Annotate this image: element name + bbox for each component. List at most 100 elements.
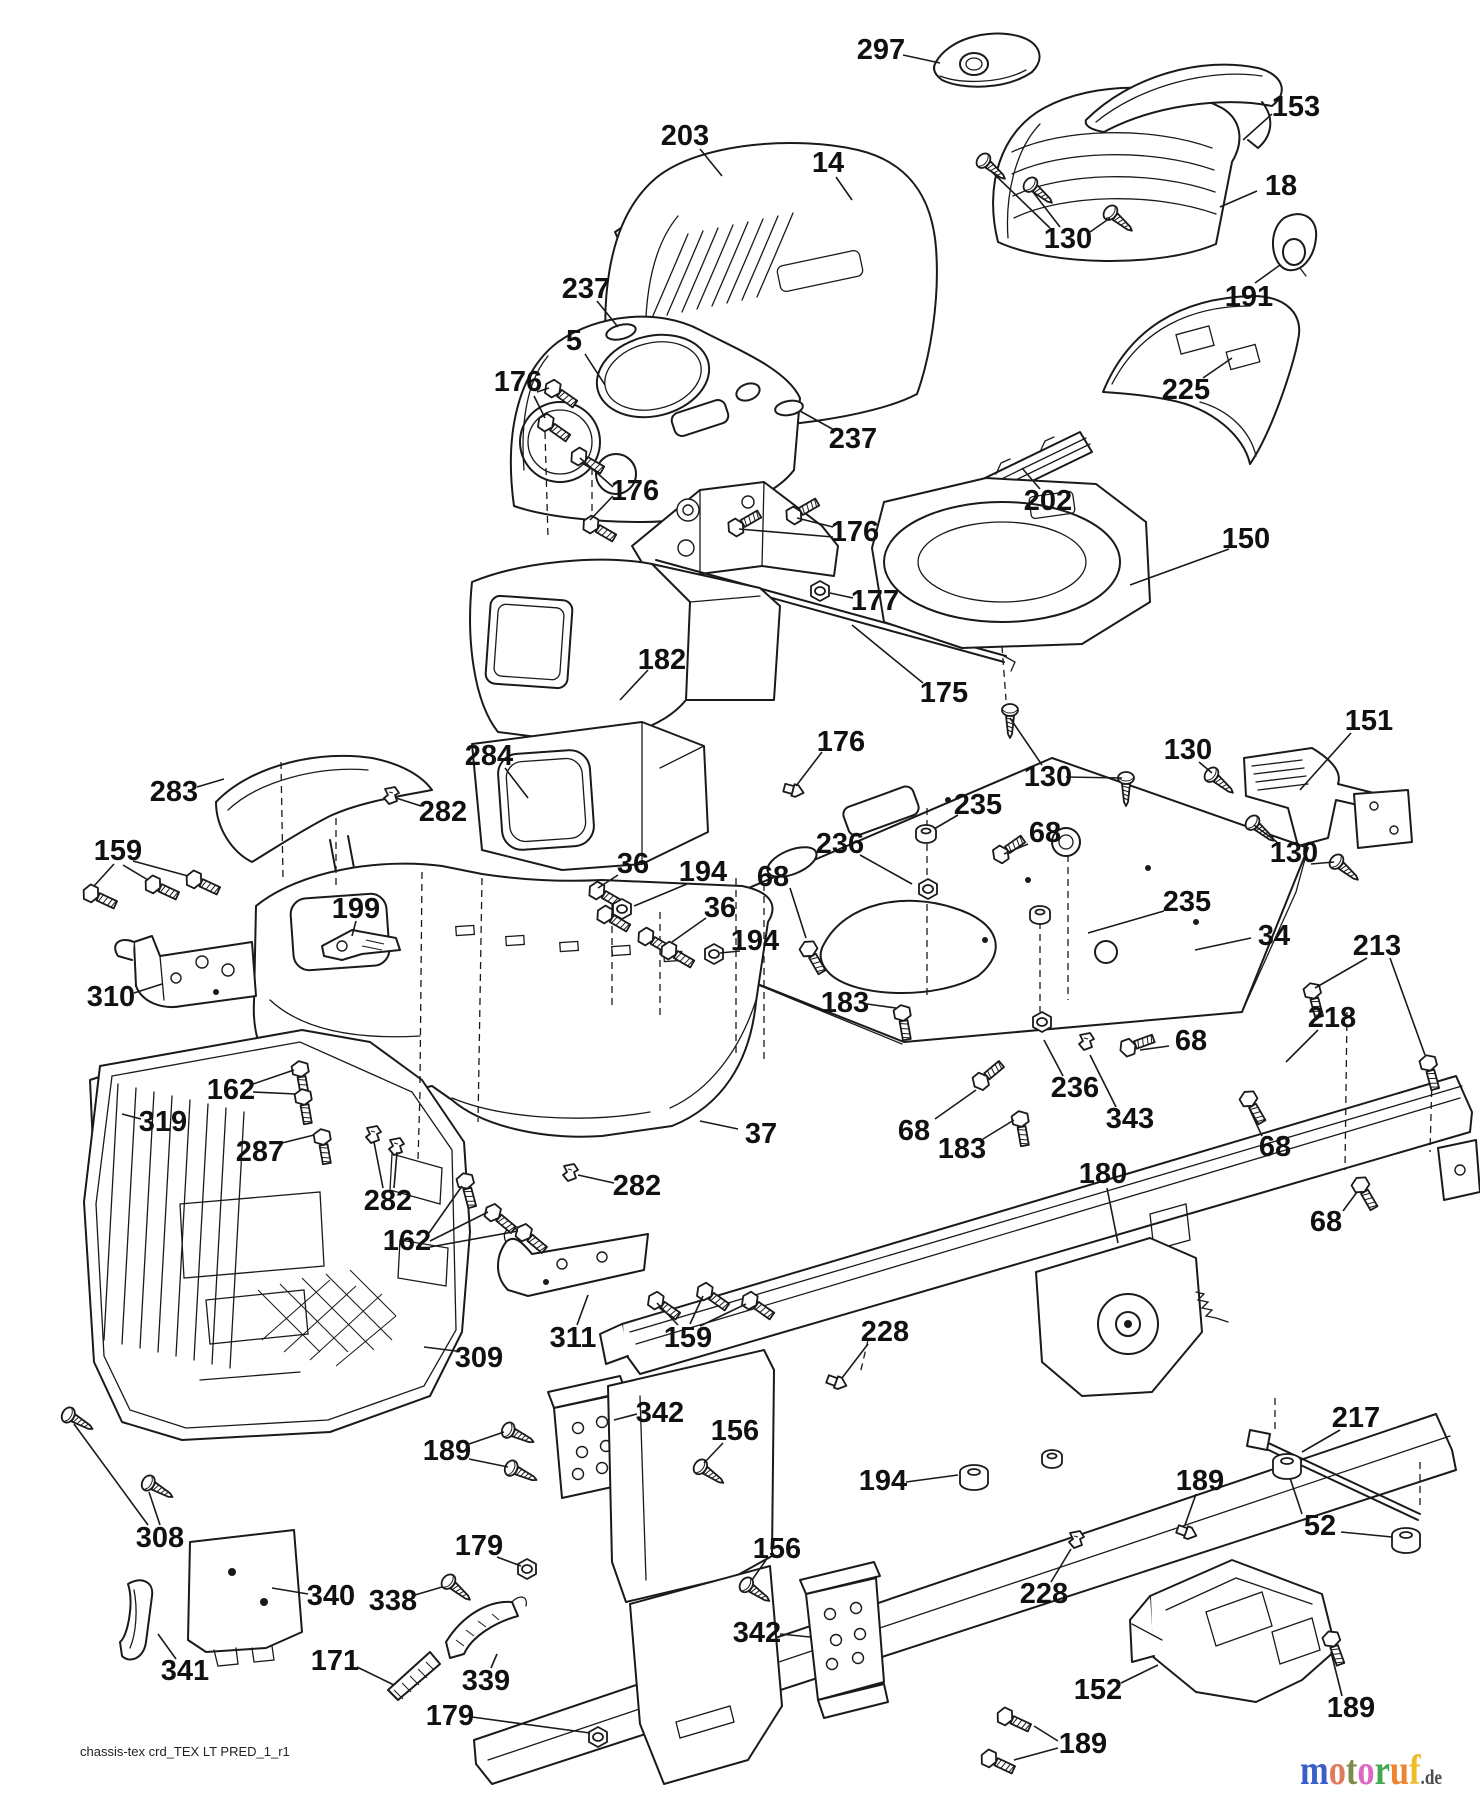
logo-wordmark: motoruf <box>1300 1748 1421 1794</box>
part-label-199: 199 <box>332 893 380 925</box>
part-label-203: 203 <box>661 120 709 152</box>
leader-line-130 <box>1310 861 1335 865</box>
part-label-130: 130 <box>1270 837 1318 869</box>
part-label-150: 150 <box>1222 523 1270 555</box>
leader-line-150 <box>1129 548 1230 586</box>
part-label-14: 14 <box>812 147 844 179</box>
part-label-194: 194 <box>859 1465 907 1497</box>
part-label-339: 339 <box>462 1665 510 1697</box>
part-label-236: 236 <box>1051 1072 1099 1104</box>
fastener-clip <box>1078 1032 1095 1051</box>
leader-line-319 <box>121 1113 142 1120</box>
fastener-bolt <box>1236 1087 1270 1128</box>
dashed-guide-line <box>1344 1011 1348 1171</box>
leader-line-36 <box>671 917 707 943</box>
fastener-screw <box>498 1419 538 1451</box>
part-label-194: 194 <box>679 856 727 888</box>
part-label-228: 228 <box>861 1316 909 1348</box>
plate-340-drawing <box>187 1529 303 1667</box>
fastener-nut <box>704 943 724 965</box>
leader-line-171 <box>356 1666 395 1686</box>
leader-line-176 <box>795 751 823 787</box>
part-label-36: 36 <box>617 848 649 880</box>
fastener-screw <box>1001 703 1019 739</box>
leader-line-182 <box>619 669 649 701</box>
leader-line-339 <box>490 1653 498 1669</box>
fastener-bolt <box>182 867 223 899</box>
fastener-bolt <box>141 872 182 904</box>
leader-line-68 <box>1139 1045 1170 1051</box>
leader-line-159 <box>93 863 115 887</box>
part-label-156: 156 <box>711 1415 759 1447</box>
side-panel-182-drawing <box>469 558 781 759</box>
fastener-bushing <box>1391 1527 1421 1554</box>
logo-letter-t: t <box>1345 1748 1358 1794</box>
leader-line-343 <box>1089 1054 1117 1108</box>
leader-line-342 <box>613 1413 638 1421</box>
part-label-217: 217 <box>1332 1402 1380 1434</box>
leader-line-130 <box>1198 761 1213 774</box>
logo-letter-u: u <box>1389 1748 1410 1794</box>
logo-letter-o: o <box>1357 1748 1375 1794</box>
bracket-152-drawing <box>1129 1559 1337 1703</box>
bracket-151-drawing <box>1243 747 1413 849</box>
leader-line-68 <box>934 1089 977 1120</box>
leader-line-194 <box>719 950 741 954</box>
part-label-159: 159 <box>94 835 142 867</box>
part-label-213: 213 <box>1353 930 1401 962</box>
motoruf-logo[interactable]: motoruf.de <box>1300 1748 1444 1798</box>
part-label-194: 194 <box>731 925 779 957</box>
plug-237b-drawing <box>774 399 804 417</box>
leader-line-189 <box>1330 1651 1343 1697</box>
part-label-68: 68 <box>898 1115 930 1147</box>
leader-line-177 <box>829 592 854 599</box>
part-label-340: 340 <box>307 1580 355 1612</box>
fastener-screw <box>58 1404 98 1437</box>
fastener-bolt <box>968 1056 1008 1094</box>
part-label-183: 183 <box>821 987 869 1019</box>
leader-line-176 <box>589 495 614 521</box>
bracket-310-drawing <box>114 935 257 1008</box>
fastener-screw <box>1325 850 1364 887</box>
plug-237a-drawing <box>605 323 637 341</box>
leader-line-179 <box>471 1716 591 1734</box>
logo-letter-m: m <box>1300 1748 1329 1794</box>
leader-line-159 <box>656 1302 679 1326</box>
leader-line-282 <box>373 1141 384 1189</box>
leader-line-202 <box>1021 467 1041 490</box>
part-label-156: 156 <box>753 1533 801 1565</box>
bracket-342b-drawing <box>799 1561 889 1719</box>
leader-line-176 <box>533 395 546 419</box>
seat-deck-284-drawing <box>471 721 709 871</box>
leader-line-284 <box>504 767 529 799</box>
fastener-pin <box>781 780 807 800</box>
leader-line-130 <box>1009 717 1043 766</box>
leader-line-189 <box>1184 1493 1197 1526</box>
fastener-bolt <box>480 1200 520 1238</box>
leader-line-151 <box>1299 732 1352 791</box>
fastener-clip <box>562 1163 579 1182</box>
part-label-297: 297 <box>857 34 905 66</box>
leader-line-283 <box>196 778 225 788</box>
leader-line-153 <box>1242 113 1273 141</box>
leader-line-176 <box>738 528 834 538</box>
leader-line-287 <box>281 1134 315 1144</box>
brace-339-drawing <box>445 1596 527 1659</box>
leader-line-236 <box>859 854 913 885</box>
part-label-52: 52 <box>1304 1510 1336 1542</box>
fastener-bolt <box>1116 1030 1157 1059</box>
leader-line-37 <box>699 1120 739 1130</box>
fastener-bolt <box>1348 1173 1382 1214</box>
leader-line-309 <box>423 1346 457 1352</box>
leader-line-179 <box>496 1556 522 1567</box>
fastener-bolt <box>1010 1108 1034 1148</box>
part-label-343: 343 <box>1106 1103 1154 1135</box>
part-label-310: 310 <box>87 981 135 1013</box>
logo-domain-suffix: .de <box>1420 1765 1443 1789</box>
part-label-309: 309 <box>455 1342 503 1374</box>
fastener-washer <box>1041 1449 1063 1469</box>
part-label-176: 176 <box>611 475 659 507</box>
part-label-311: 311 <box>550 1322 597 1354</box>
part-label-68: 68 <box>1310 1206 1342 1238</box>
